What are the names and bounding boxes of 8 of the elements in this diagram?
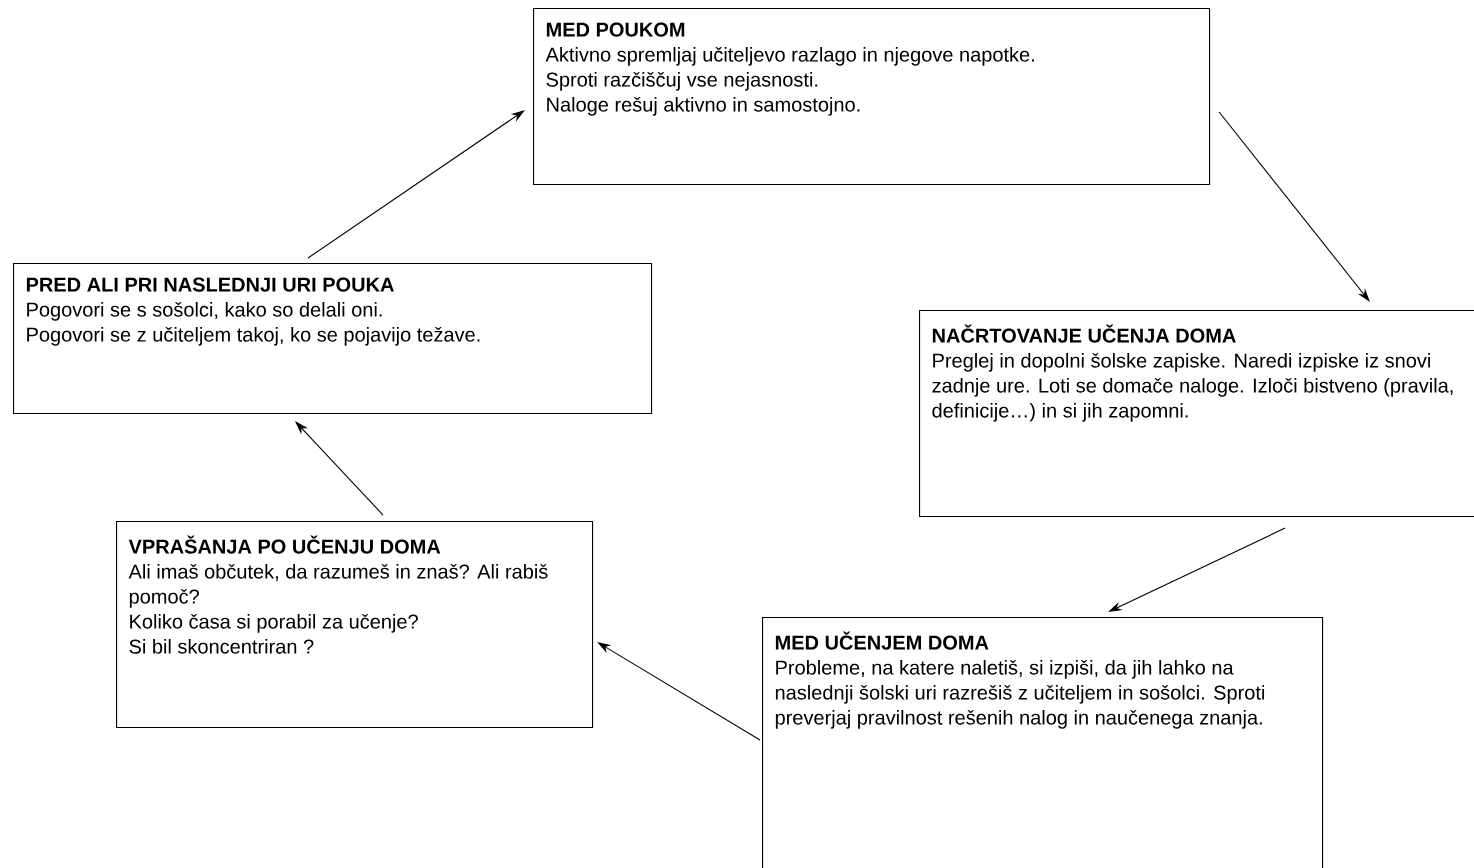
text-box: NAČRTOVANJE UČENJA DOMA Preglej in dopolni šolske zapiske. Naredi izpiske iz snovi zadnje ure. Loti se domače naloge. Izloči bistveno (pravila, definicije…) in si jih zapomni.: [919, 310, 1474, 518]
text-box: MED UČENJEM DOMA Probleme, na katere naletiš, si izpiši, da jih lahko na naslednji šolski uri razrešiš z učiteljem in sošolci. Sproti preverjaj pravilnost rešenih nalog in naučenega znanja.: [762, 617, 1324, 868]
text-box: MED POUKOM Aktivno spremljaj učiteljevo razlago in njegove napotke. Sproti razčiščuj vse nejasnosti. Naloge rešuj aktivno in samostojno.: [533, 8, 1211, 186]
text-box: VPRAŠANJA PO UČENJU DOMA Ali imaš občutek, da razumeš in znaš? Ali rabiš pomoč? Koliko časa si porabil za učenje? Si bil skoncentriran ?: [116, 521, 594, 729]
arrow: [1218, 111, 1370, 302]
arrow: [295, 421, 384, 516]
text-box: PRED ALI PRI NASLEDNJI URI POUKA Pogovori se s sošolci, kako so delali oni. Pogovori se z učiteljem takoj, ko se pojavijo težave.: [13, 263, 653, 415]
arrow: [307, 110, 525, 259]
